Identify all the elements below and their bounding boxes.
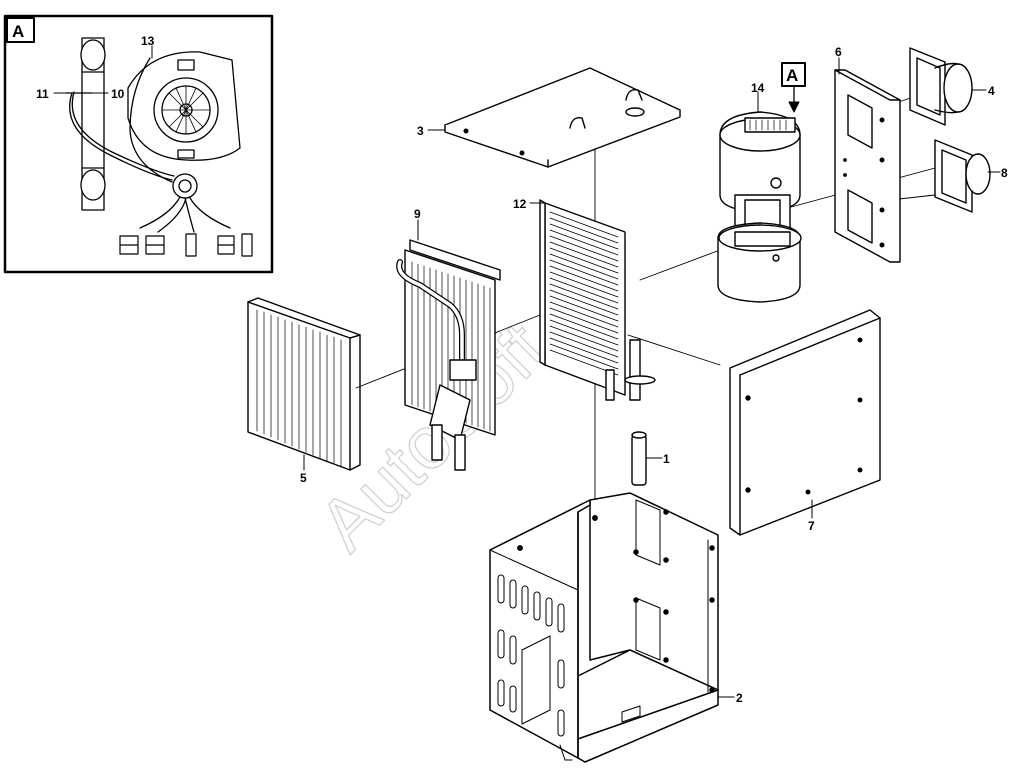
callout-9: 9 [414, 207, 421, 241]
detail-view-marker-box [6, 17, 35, 43]
callout-6: 6 [835, 45, 842, 75]
detail-callout-11: 11 [36, 87, 67, 101]
detail-callout-13: 13 [141, 34, 155, 59]
callout-3: 3 [417, 124, 446, 138]
callout-14: 14 [751, 81, 765, 113]
part-duct-flange-lower [934, 139, 991, 213]
svg-text:6: 6 [835, 45, 842, 59]
svg-text:2: 2 [736, 691, 743, 705]
svg-text:11: 11 [36, 87, 49, 101]
part-drain-tube [631, 431, 647, 486]
svg-text:1: 1 [663, 452, 670, 466]
detail-blower-housing [127, 51, 241, 161]
svg-text:14: 14 [751, 81, 765, 95]
wire-harness [65, 57, 231, 233]
callout-5: 5 [300, 454, 307, 485]
svg-text:7: 7 [808, 519, 815, 533]
part-side-panel [729, 309, 881, 536]
mounting-strap [80, 37, 106, 211]
callout-2: 2 [717, 691, 743, 705]
part-duct-flange-upper [909, 47, 973, 126]
part-housing-box [489, 492, 719, 763]
svg-text:8: 8 [1001, 166, 1008, 180]
svg-text:12: 12 [513, 197, 527, 211]
callout-8: 8 [987, 166, 1008, 180]
harness-connectors [119, 233, 253, 257]
detail-callout-10: 10 [91, 87, 125, 101]
callout-4: 4 [971, 84, 995, 98]
part-bracket-plate [834, 69, 901, 263]
part-heater-core [539, 199, 656, 401]
part-air-filter [247, 297, 361, 471]
svg-text:10: 10 [111, 87, 125, 101]
svg-text:A: A [786, 66, 798, 85]
svg-text:3: 3 [417, 124, 424, 138]
detail-view-marker: A [12, 22, 24, 41]
svg-text:4: 4 [988, 84, 995, 98]
callout-1: 1 [645, 452, 670, 466]
callout-12: 12 [513, 197, 546, 211]
part-blower-unit [717, 111, 802, 303]
svg-text:5: 5 [300, 471, 307, 485]
callout-7: 7 [808, 499, 815, 533]
svg-text:9: 9 [414, 207, 421, 221]
part-top-cover [444, 67, 681, 168]
part-evaporator [396, 239, 501, 471]
detail-view-a: A [3, 14, 274, 274]
view-marker-a: A [781, 62, 806, 113]
svg-text:13: 13 [141, 34, 155, 48]
